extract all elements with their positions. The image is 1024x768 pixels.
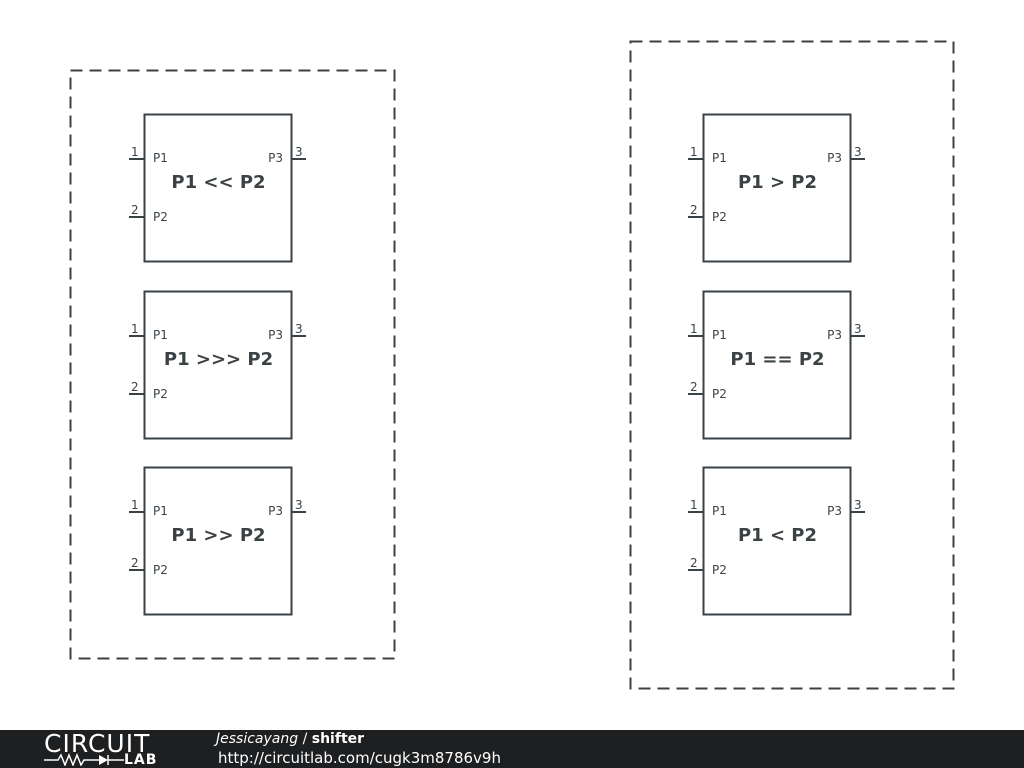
block-operation-label: P1 >> P2 (171, 525, 265, 546)
logo-resistor-diode-icon (44, 752, 124, 766)
block-operation-label: P1 == P2 (730, 349, 824, 370)
pin-label-p1: P1 (153, 504, 168, 518)
pin-label-p3: P3 (827, 151, 842, 165)
pin-label-p1: P1 (712, 328, 727, 342)
pin-label-p1: P1 (712, 504, 727, 518)
pin-label-p1: P1 (153, 328, 168, 342)
group-box-right[interactable] (629, 40, 955, 690)
block-operation-label: P1 > P2 (738, 172, 817, 193)
footer-bar: CIRCUIT LAB Jessicayang / shifter http:/… (0, 730, 1024, 768)
logo-text-lab: LAB (124, 752, 158, 768)
circuit-title[interactable]: shifter (311, 731, 365, 747)
pin-label-p1: P1 (712, 151, 727, 165)
pin-number-3: 3 (854, 145, 862, 159)
pin-number-1: 1 (690, 145, 698, 159)
block-body[interactable] (143, 466, 293, 616)
pin-label-p3: P3 (827, 504, 842, 518)
pin-label-p2: P2 (712, 387, 727, 401)
pin-label-p2: P2 (153, 210, 168, 224)
logo-text-circuit: CIRCUIT (44, 729, 151, 758)
pin-number-2: 2 (131, 556, 139, 570)
block-body[interactable] (143, 290, 293, 440)
pin-label-p2: P2 (153, 563, 168, 577)
pin-label-p3: P3 (268, 151, 283, 165)
pin-number-2: 2 (690, 556, 698, 570)
credit-line: Jessicayang / shifter (216, 731, 364, 747)
pin-number-3: 3 (295, 498, 303, 512)
block-body[interactable] (702, 466, 852, 616)
pin-number-2: 2 (690, 380, 698, 394)
pin-number-3: 3 (295, 322, 303, 336)
author-link[interactable]: Jessicayang (216, 731, 299, 747)
credit-separator: / (298, 731, 312, 747)
pin-number-2: 2 (131, 380, 139, 394)
pin-label-p3: P3 (268, 504, 283, 518)
pin-number-1: 1 (690, 322, 698, 336)
pin-number-1: 1 (690, 498, 698, 512)
pin-number-3: 3 (295, 145, 303, 159)
pin-label-p1: P1 (153, 151, 168, 165)
pin-number-3: 3 (854, 498, 862, 512)
pin-label-p2: P2 (712, 210, 727, 224)
circuit-url[interactable]: http://circuitlab.com/cugk3m8786v9h (218, 749, 501, 767)
block-operation-label: P1 < P2 (738, 525, 817, 546)
group-box-left[interactable] (69, 69, 396, 660)
block-body[interactable] (143, 113, 293, 263)
block-operation-label: P1 << P2 (171, 172, 265, 193)
pin-label-p3: P3 (268, 328, 283, 342)
pin-number-1: 1 (131, 498, 139, 512)
block-body[interactable] (702, 113, 852, 263)
pin-number-1: 1 (131, 322, 139, 336)
pin-number-2: 2 (131, 203, 139, 217)
circuitlab-logo[interactable]: CIRCUIT (44, 731, 150, 756)
pin-label-p3: P3 (827, 328, 842, 342)
block-body[interactable] (702, 290, 852, 440)
block-operation-label: P1 >>> P2 (164, 349, 273, 370)
pin-number-3: 3 (854, 322, 862, 336)
pin-label-p2: P2 (153, 387, 168, 401)
pin-number-2: 2 (690, 203, 698, 217)
pin-number-1: 1 (131, 145, 139, 159)
pin-label-p2: P2 (712, 563, 727, 577)
